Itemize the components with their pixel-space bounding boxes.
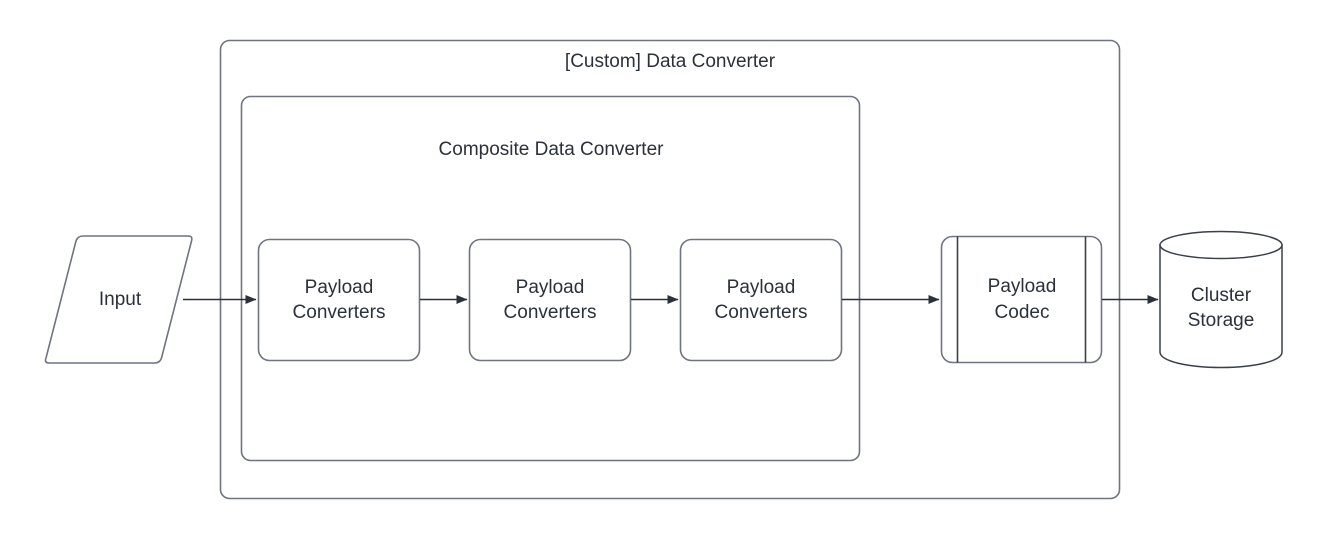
node-payload-codec-shape[interactable] [940, 235, 1103, 364]
container-composite-data-converter-label: Composite Data Converter [438, 139, 664, 160]
node-input-shape[interactable] [44, 235, 193, 364]
node-payload-converters-2-shape[interactable] [468, 238, 632, 362]
node-payload-converters-3-shape[interactable] [679, 238, 843, 362]
node-cluster-storage-shape[interactable] [1159, 230, 1283, 369]
container-custom-data-converter-label: [Custom] Data Converter [564, 51, 776, 72]
node-payload-converters-1-shape[interactable] [257, 238, 421, 362]
